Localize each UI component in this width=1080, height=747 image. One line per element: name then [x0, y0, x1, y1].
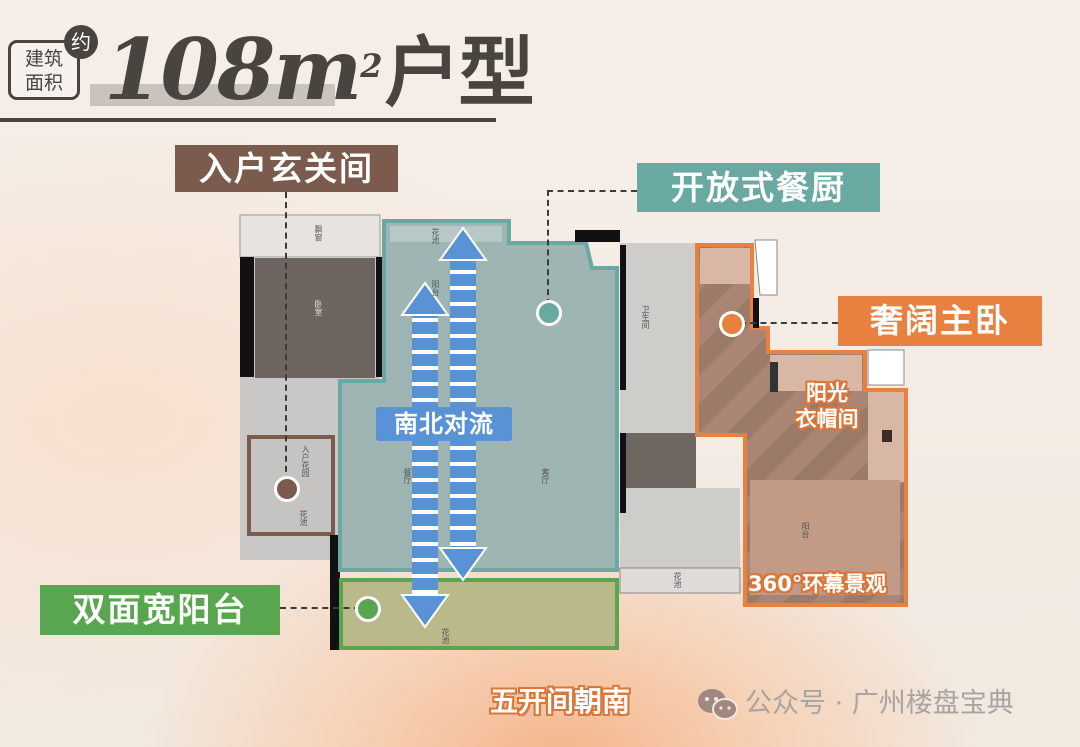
- master-bedroom-tag: 奢阔主卧: [838, 296, 1042, 346]
- airflow-arrow-right: [438, 226, 488, 582]
- room-label-bay-window: 飘窗: [314, 225, 323, 241]
- room-label-living: 客厅: [541, 468, 550, 484]
- wall: [575, 230, 620, 242]
- entrance-leader-line: [285, 192, 287, 482]
- balcony-marker-dot: [355, 596, 381, 622]
- room-label-north-planter: 花池: [431, 228, 440, 244]
- title-highlight-bar: [90, 84, 335, 106]
- room-label-dining: 餐厅: [403, 468, 412, 484]
- left-bay-window: [239, 214, 381, 258]
- entrance-marker-dot: [274, 476, 300, 502]
- room-label-balcony: 阳台: [431, 280, 440, 296]
- entrance-hall-tag: 入户玄关间: [175, 145, 398, 192]
- layout-suffix: 户型: [384, 28, 535, 117]
- open-kitchen-tag: 开放式餐厨: [637, 163, 880, 212]
- wood-floor: [620, 433, 696, 488]
- column: [882, 430, 892, 442]
- corridor: [620, 488, 740, 568]
- room-label-planter: 花池: [299, 510, 308, 526]
- title-underline: [0, 118, 496, 122]
- master-leader-line: [740, 322, 838, 324]
- master-balcony: [750, 480, 900, 595]
- bathroom-area: [620, 243, 696, 433]
- airflow-tag: 南北对流: [376, 407, 512, 441]
- page-title: 108m2户型: [104, 20, 535, 123]
- room-label-bedroom: 卧室: [314, 300, 323, 316]
- wall: [620, 245, 626, 390]
- room-label-planter-right: 花池: [673, 572, 682, 588]
- approx-badge: 约: [64, 25, 98, 59]
- master-marker-dot: [719, 311, 745, 337]
- panoramic-view-label: 360°环幕景观: [748, 572, 887, 596]
- source-caption: 公众号 · 广州楼盘宝典: [745, 688, 1014, 719]
- room-label-master-balcony: 阳台: [801, 522, 810, 538]
- sunny-closet-label: 阳光 衣帽间: [787, 380, 867, 432]
- bedroom-wood-floor: [255, 258, 375, 378]
- room-label-bathroom: 卫生间: [641, 305, 650, 329]
- bay-window: [700, 248, 750, 284]
- room-label-south-planter: 花池: [441, 628, 450, 644]
- badge-text: 建筑面积: [24, 48, 63, 94]
- planter-right: [619, 567, 741, 594]
- north-planter: [390, 226, 502, 242]
- window-ledge: [867, 349, 905, 386]
- balcony-leader-line: [280, 607, 360, 609]
- wall: [240, 257, 254, 377]
- wechat-icon: [697, 688, 739, 720]
- closet-line-1: 阳光: [806, 381, 848, 405]
- south-facing-label: 五开间朝南: [490, 685, 631, 718]
- wall: [376, 257, 384, 377]
- area-superscript: 2: [360, 47, 382, 85]
- balcony-tag: 双面宽阳台: [40, 585, 280, 635]
- wall: [753, 298, 759, 328]
- wall: [620, 433, 626, 513]
- kitchen-leader-line-h: [547, 190, 637, 192]
- window-ledge: [754, 239, 778, 296]
- wall: [770, 362, 778, 392]
- area-number: 108m: [104, 20, 362, 119]
- closet-line-2: 衣帽间: [795, 407, 859, 431]
- kitchen-marker-dot: [536, 300, 562, 326]
- room-label-entry-garden: 入户花园: [301, 445, 310, 477]
- wall: [330, 535, 340, 650]
- south-balcony-zone: [339, 578, 619, 650]
- airflow-arrow-left: [400, 281, 450, 629]
- bay-window: [770, 355, 862, 391]
- kitchen-leader-line: [547, 190, 549, 305]
